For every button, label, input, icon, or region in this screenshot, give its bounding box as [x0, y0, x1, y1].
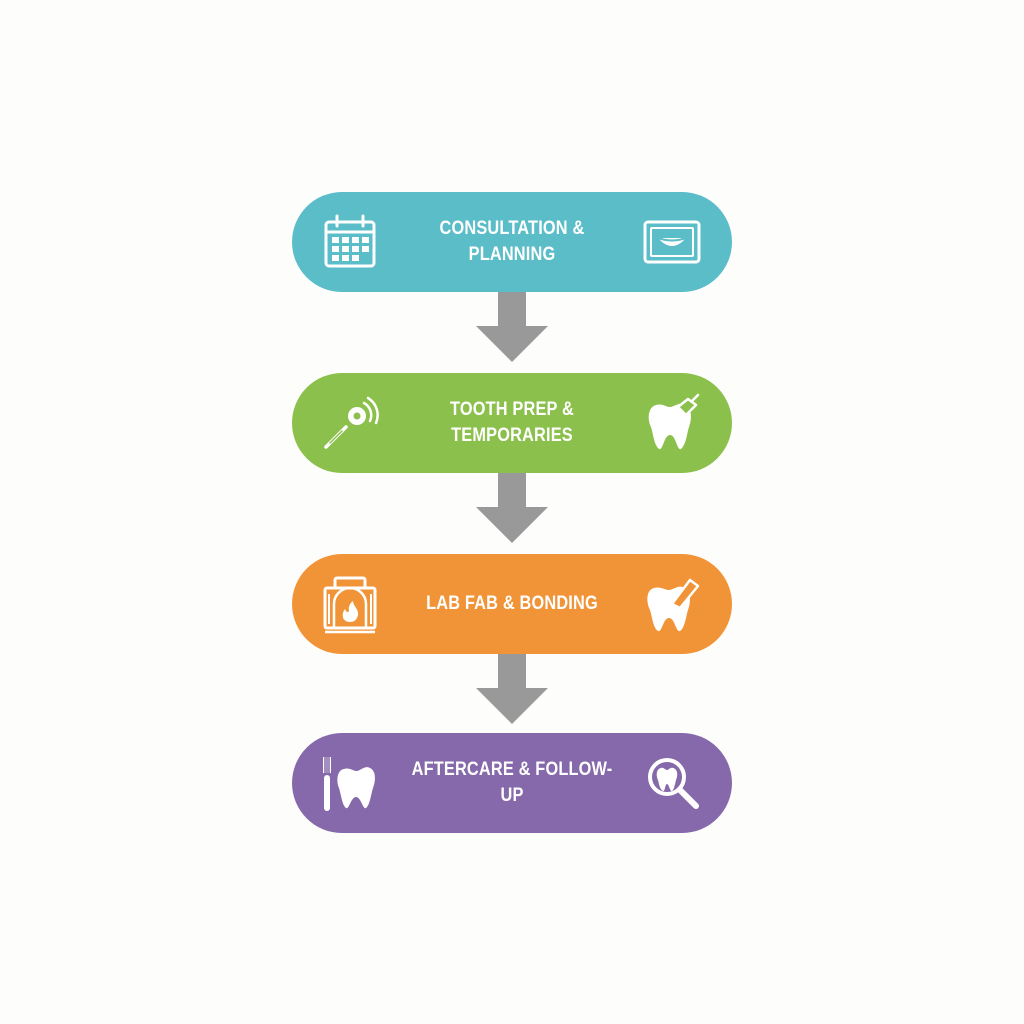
magnifier-tooth-icon [642, 753, 702, 813]
step-consultation-planning: CONSULTATION & PLANNING [292, 192, 732, 292]
step-label: TOOTH PREP & TEMPORARIES [449, 399, 575, 446]
toothbrush-tooth-icon [320, 753, 380, 813]
down-arrow [476, 473, 548, 543]
calendar-icon [320, 212, 380, 272]
down-arrow [476, 292, 548, 362]
step-lab-fab-bonding: LAB FAB & BONDING [292, 554, 732, 654]
furnace-icon [320, 574, 380, 634]
tooth-shield-icon [642, 393, 702, 453]
step-label: AFTERCARE & FOLLOW-UP [411, 759, 613, 806]
step-label: CONSULTATION & PLANNING [439, 218, 585, 265]
step-aftercare-follow-up: AFTERCARE & FOLLOW-UP [292, 733, 732, 833]
smile-tablet-icon [642, 212, 702, 272]
down-arrow [476, 654, 548, 724]
step-label: LAB FAB & BONDING [426, 593, 598, 615]
tooth-bonding-icon [642, 574, 702, 634]
step-tooth-prep-temporaries: TOOTH PREP & TEMPORARIES [292, 373, 732, 473]
dental-drill-icon [320, 393, 380, 453]
